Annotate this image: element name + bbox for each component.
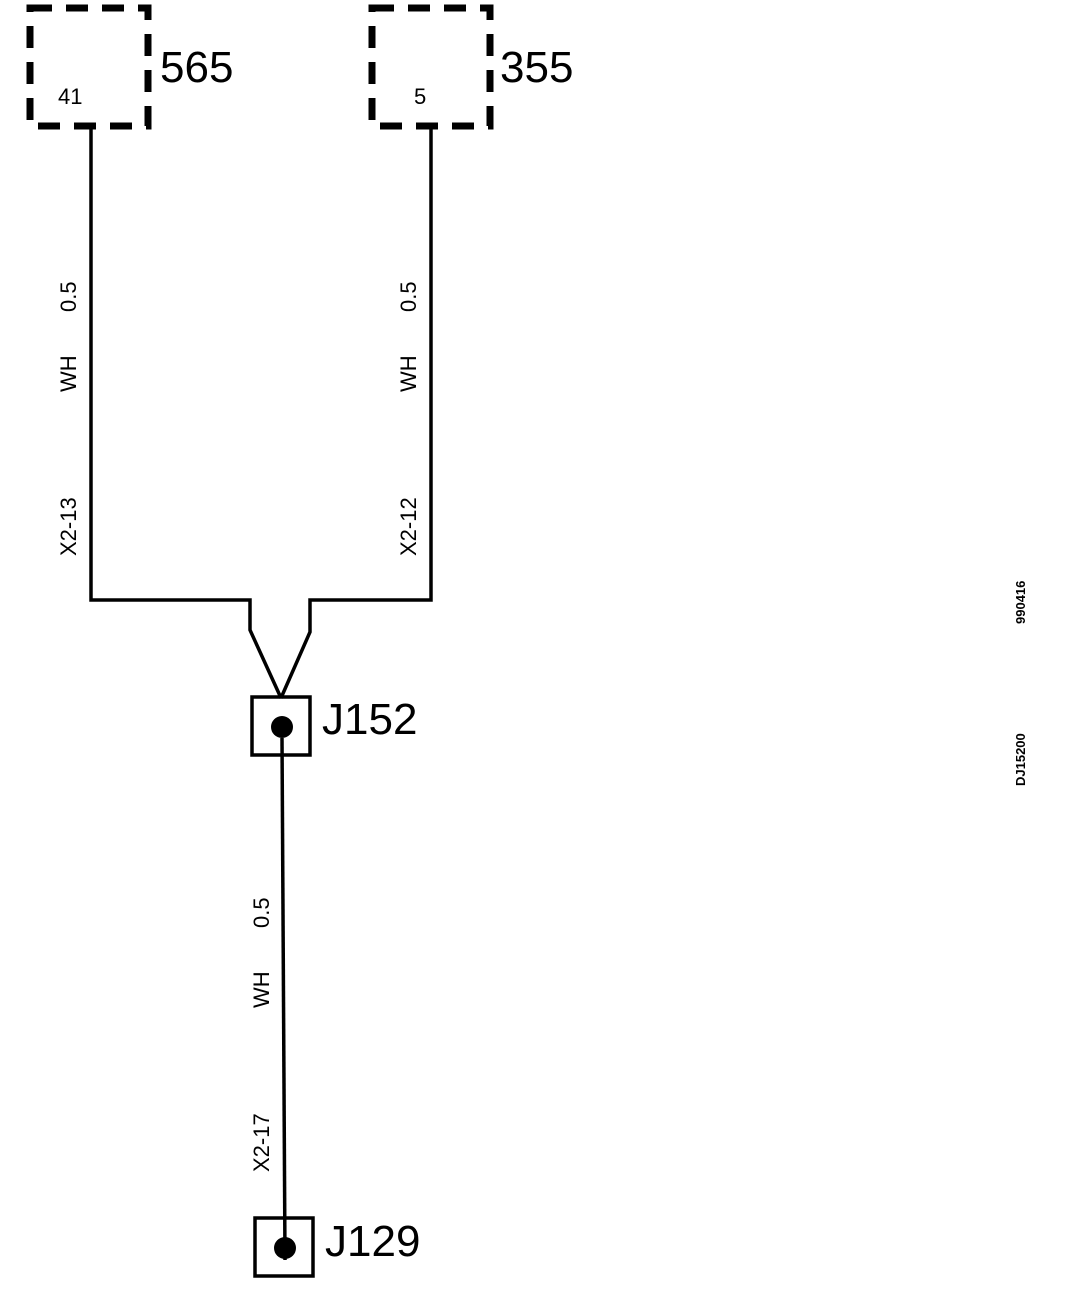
wire-565-gauge: 0.5: [56, 281, 81, 312]
component-355: 5 355: [368, 4, 573, 130]
component-565-pin: 41: [58, 84, 82, 109]
wire-355-gauge: 0.5: [396, 281, 421, 312]
component-565-box: [26, 4, 152, 130]
reference-drawing: DJ15200: [1013, 733, 1028, 786]
wire-355-connector: X2-12: [396, 497, 421, 556]
wire-355-color: WH: [396, 355, 421, 392]
component-355-box: [368, 4, 494, 130]
wire-565-path: [89, 126, 283, 699]
splice-j129-dot: [274, 1237, 296, 1259]
wire-j152-j129-path: [280, 737, 287, 1261]
wire-565-connector: X2-13: [56, 497, 81, 556]
component-355-label: 355: [500, 43, 573, 92]
splice-j152-dot: [271, 716, 293, 738]
component-565: 41 565: [26, 4, 233, 130]
wire-355-path: [279, 126, 433, 699]
wire-j152-j129-gauge: 0.5: [249, 897, 274, 928]
component-355-pin: 5: [414, 84, 426, 109]
wire-j152-to-j129: 0.5 WH X2-17: [249, 737, 287, 1261]
wire-355-to-j152: 0.5 WH X2-12: [279, 126, 433, 699]
splice-j129-label: J129: [325, 1217, 420, 1266]
splice-j152: J152: [250, 695, 417, 757]
splice-j129: J129: [253, 1216, 420, 1278]
component-565-label: 565: [160, 43, 233, 92]
wire-j152-j129-connector: X2-17: [249, 1113, 274, 1172]
reference-code: 990416: [1013, 581, 1028, 624]
splice-j129-box: [253, 1216, 315, 1278]
wire-565-color: WH: [56, 355, 81, 392]
wire-j152-j129-color: WH: [249, 971, 274, 1008]
splice-j152-label: J152: [322, 695, 417, 744]
wire-565-to-j152: 0.5 WH X2-13: [56, 126, 283, 699]
